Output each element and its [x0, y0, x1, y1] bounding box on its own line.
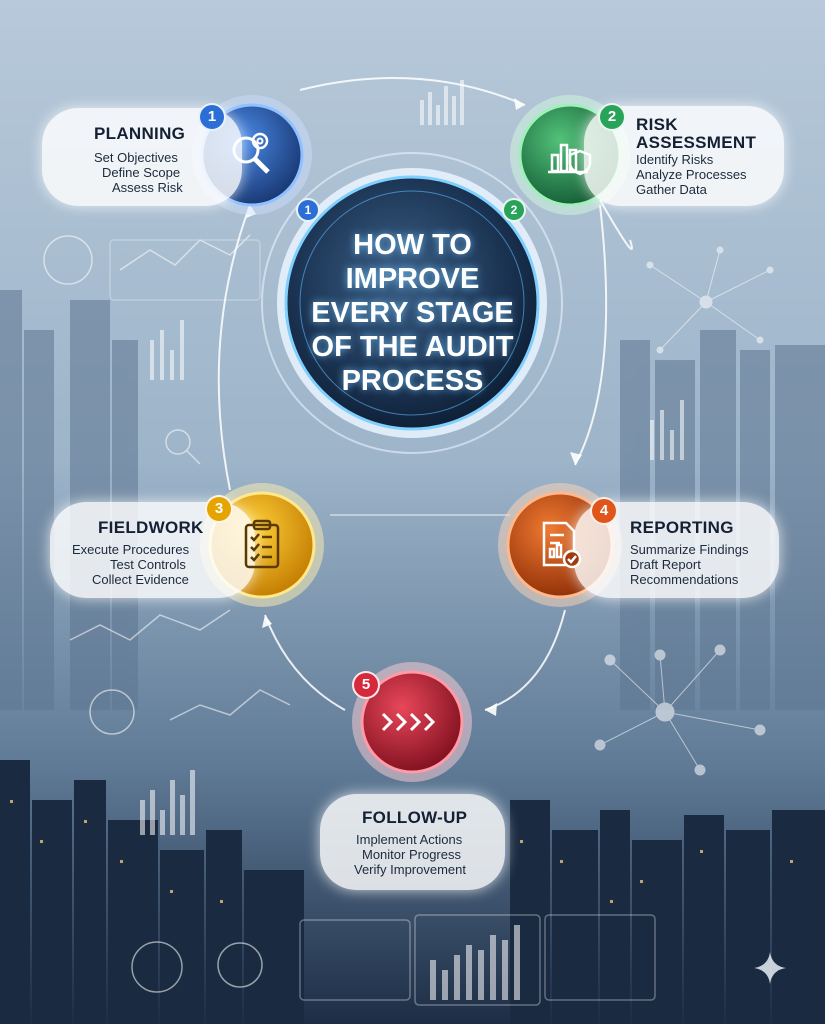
follow-up-card: FOLLOW-UP Implement Actions Monitor Prog… — [320, 794, 505, 890]
planning-item: Define Scope — [102, 165, 181, 180]
risk-assessment-item: Gather Data — [636, 182, 707, 197]
follow-up-title: FOLLOW-UP — [362, 808, 468, 827]
risk-assessment-item: Identify Risks — [636, 152, 714, 167]
reporting-item: Summarize Findings — [630, 542, 749, 557]
center-title: HOW TO IMPROVE EVERY STAGE OF THE AUDIT … — [280, 228, 545, 398]
risk-assessment-item: Analyze Processes — [636, 167, 747, 182]
follow-up-item: Implement Actions — [356, 832, 463, 847]
fieldwork-card: FIELDWORK Execute Procedures Test Contro… — [50, 502, 255, 598]
center-title-line: HOW TO — [353, 229, 472, 261]
planning-title: PLANNING — [94, 124, 186, 143]
inner-marker-1: 1 — [296, 198, 320, 222]
chart-shield-icon — [548, 143, 592, 176]
fieldwork-item: Test Controls — [110, 557, 186, 572]
forward-chevrons-icon — [381, 712, 436, 732]
center-title-line: PROCESS — [341, 365, 484, 397]
planning-item: Set Objectives — [94, 150, 178, 165]
sparkle-icon — [754, 952, 786, 984]
magnifier-gear-icon — [232, 132, 270, 174]
fieldwork-item: Collect Evidence — [92, 572, 189, 587]
fieldwork-title: FIELDWORK — [98, 518, 204, 537]
clipboard-checklist-icon — [244, 519, 280, 569]
reporting-item: Draft Report — [630, 557, 701, 572]
center-title-line: OF THE AUDIT — [311, 331, 514, 363]
risk-assessment-card: RISK ASSESSMENT Identify Risks Analyze P… — [584, 106, 784, 206]
step-badge-4: 4 — [590, 497, 618, 525]
follow-up-item: Monitor Progress — [362, 847, 461, 862]
step-badge-1: 1 — [198, 103, 226, 131]
inner-marker-2: 2 — [502, 198, 526, 222]
risk-assessment-title-line2: ASSESSMENT — [636, 133, 757, 152]
planning-item: Assess Risk — [112, 180, 183, 195]
reporting-item: Recommendations — [630, 572, 739, 587]
step-badge-5: 5 — [352, 671, 380, 699]
reporting-title: REPORTING — [630, 518, 734, 537]
center-title-line: IMPROVE — [345, 263, 480, 295]
follow-up-item: Verify Improvement — [354, 862, 466, 877]
report-check-icon — [542, 521, 582, 569]
fieldwork-item: Execute Procedures — [72, 542, 190, 557]
step-badge-3: 3 — [205, 495, 233, 523]
risk-assessment-title-line1: RISK — [636, 115, 678, 134]
step-badge-2: 2 — [598, 103, 626, 131]
center-title-line: EVERY STAGE — [311, 297, 514, 329]
